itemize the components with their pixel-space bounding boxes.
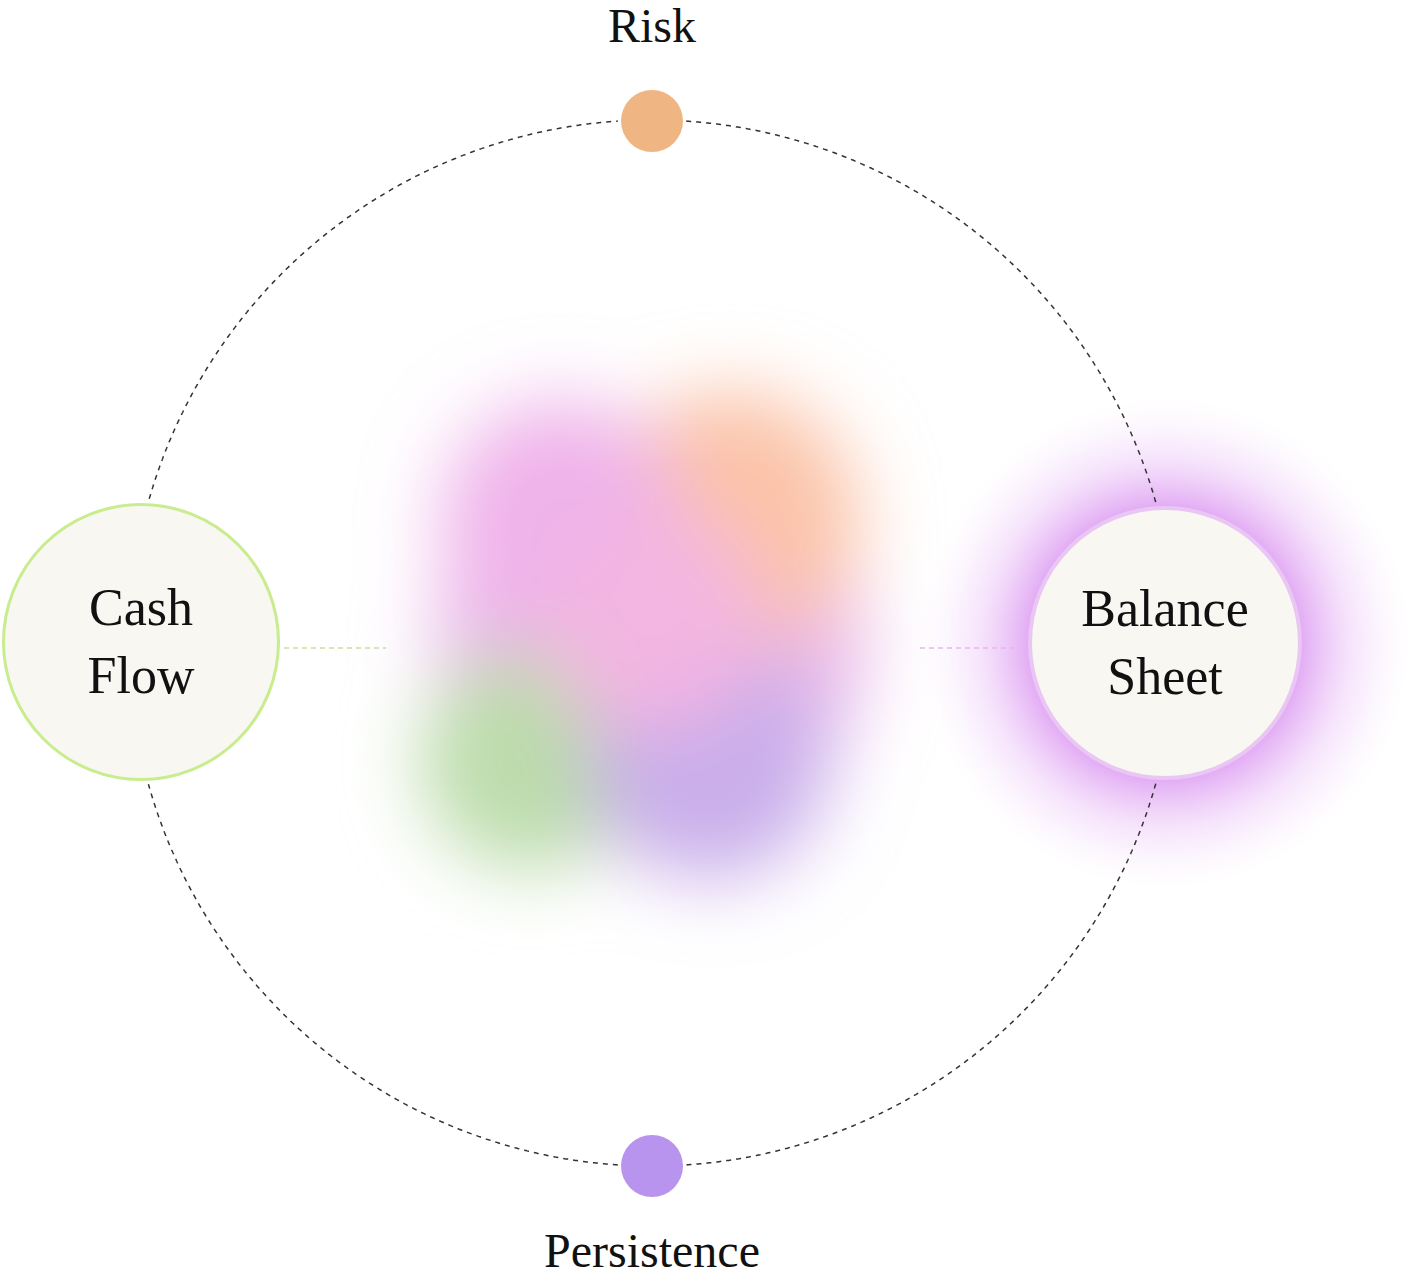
node-label: Cash Flow <box>56 574 226 709</box>
cashflow-circle: Cash Flow <box>2 503 280 781</box>
leader-line <box>284 647 386 649</box>
balance-circle: Balance Sheet <box>1028 506 1302 780</box>
risk-dot: Risk <box>502 0 802 152</box>
ring-arc <box>148 784 617 1165</box>
color-blob <box>420 390 865 880</box>
persistence-dot: Persistence <box>502 1135 802 1285</box>
node-label: Persistence <box>502 1225 802 1277</box>
node-glow <box>920 398 1410 888</box>
ring-arc <box>149 121 618 499</box>
marker-dot <box>621 90 683 152</box>
ring-arc <box>686 121 1155 502</box>
node-label: Balance Sheet <box>1060 575 1270 710</box>
leader-line <box>920 647 1024 649</box>
ring-arc <box>686 784 1155 1165</box>
node-label: Risk <box>502 0 802 52</box>
marker-dot <box>621 1135 683 1197</box>
